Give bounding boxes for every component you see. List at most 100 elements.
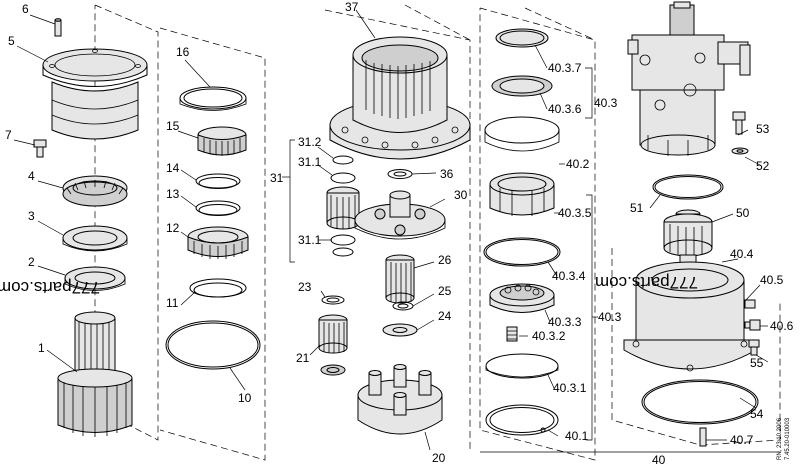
- label-40-4: 40.4: [730, 247, 754, 261]
- label-15: 15: [166, 119, 180, 133]
- label-40-3-5: 40.3.5: [558, 206, 592, 220]
- part-10-o-ring: [165, 320, 261, 370]
- part-23-washer: [321, 295, 345, 305]
- label-7: 7: [5, 128, 12, 142]
- label-51: 51: [630, 201, 644, 215]
- label-21: 21: [296, 351, 310, 365]
- label-52: 52: [756, 159, 770, 173]
- part-51-o-ring: [652, 174, 724, 200]
- label-40-3-1: 40.3.1: [553, 381, 587, 395]
- part-14-ring: [195, 173, 241, 189]
- part-3-ring: [62, 225, 128, 252]
- part-54-o-ring: [641, 379, 759, 425]
- label-30: 30: [454, 188, 468, 202]
- label-40-5: 40.5: [760, 273, 784, 287]
- part-40-3-6-friction-disc: [491, 75, 553, 97]
- label-26: 26: [438, 253, 452, 267]
- label-40-7: 40.7: [730, 433, 754, 447]
- label-55: 55: [750, 356, 764, 370]
- watermark-left: 777parts.com: [0, 278, 100, 297]
- label-1: 1: [38, 341, 45, 355]
- label-31-1-upper: 31.1: [298, 155, 322, 169]
- part-4-roller-bearing: [62, 175, 128, 207]
- part-11-ring: [189, 278, 247, 298]
- part-1-output-pinion-shaft: [57, 311, 133, 437]
- label-40-3-7: 40.3.7: [548, 61, 582, 75]
- label-10: 10: [238, 391, 252, 405]
- part-40-3-1-ring: [485, 353, 559, 379]
- label-40-3-upper: 40.3: [594, 96, 618, 110]
- label-40-3-4: 40.3.4: [552, 269, 586, 283]
- part-21-planet-gear: [318, 314, 348, 376]
- label-20: 20: [432, 451, 446, 465]
- label-40-1: 40.1: [565, 429, 589, 443]
- part-24-thrust-washer: [382, 323, 418, 337]
- label-23: 23: [298, 280, 312, 294]
- label-16: 16: [176, 45, 190, 59]
- hydraulic-motor: [627, 1, 751, 156]
- label-4: 4: [28, 169, 35, 183]
- part-31-planet-gear-set: [326, 155, 360, 257]
- footer-date: RN, 23.10.2006: [777, 417, 783, 460]
- label-2: 2: [28, 255, 35, 269]
- label-37: 37: [345, 0, 359, 14]
- label-11: 11: [166, 296, 179, 310]
- label-6: 6: [22, 2, 29, 16]
- part-13-ring: [195, 200, 241, 216]
- watermarks: 777parts.com 777parts.com: [0, 273, 698, 297]
- label-40-3-6: 40.3.6: [548, 102, 582, 116]
- label-31-1-lower: 31.1: [298, 233, 322, 247]
- part-6-pin: [54, 18, 62, 37]
- part-40-7-pin: [699, 427, 707, 447]
- label-40: 40: [652, 453, 666, 467]
- part-37-ring-gear-housing: [329, 36, 471, 160]
- label-25: 25: [438, 284, 452, 298]
- part-40-3-5-piston: [489, 172, 555, 216]
- part-40-3-2-spring: [506, 326, 518, 342]
- watermark-right: 777parts.com: [595, 273, 698, 292]
- part-40-5-plug: [744, 299, 756, 309]
- dashed-frames: [94, 4, 781, 461]
- part-30-planet-carrier: [354, 190, 446, 240]
- part-16-ring: [179, 86, 247, 111]
- part-40-3-3-spring-plate: [489, 283, 555, 313]
- label-31-2: 31.2: [298, 135, 322, 149]
- part-7-bolt: [33, 139, 47, 158]
- part-5-housing-flange: [42, 48, 148, 140]
- label-40-3-3: 40.3.3: [548, 315, 582, 329]
- part-52-washer: [731, 147, 749, 155]
- label-53: 53: [756, 122, 770, 136]
- part-26-sun-gear: [385, 254, 415, 304]
- footer-drawing-number: 7.45.20-010003: [785, 417, 791, 460]
- label-40-3-2: 40.3.2: [532, 329, 566, 343]
- part-labels: 6 5 7 4 3 2 1 16 15 14 13 12 11 10 37 31…: [5, 0, 794, 467]
- label-40-3-lower: 40.3: [598, 310, 622, 324]
- part-40-6-plug: [744, 319, 761, 331]
- leader-lines: [13, 9, 780, 453]
- label-13: 13: [166, 187, 180, 201]
- label-3: 3: [28, 209, 35, 223]
- label-5: 5: [8, 34, 15, 48]
- part-53-bolt: [732, 111, 746, 135]
- label-36: 36: [440, 167, 454, 181]
- part-55-bolt: [748, 339, 760, 356]
- part-36-washer: [387, 169, 413, 179]
- label-40-6: 40.6: [770, 319, 794, 333]
- label-40-2: 40.2: [566, 157, 590, 171]
- label-50: 50: [736, 206, 750, 220]
- label-54: 54: [750, 407, 764, 421]
- part-40-2-ring: [484, 116, 560, 152]
- part-15-bearing: [197, 126, 247, 156]
- part-2-seal: [64, 266, 126, 291]
- part-40-3-7-disc: [495, 28, 549, 48]
- label-14: 14: [166, 161, 180, 175]
- part-12-taper-bearing: [187, 226, 249, 259]
- part-40-1-snap-ring: [485, 404, 559, 436]
- drawing-footer: RN, 23.10.2006 7.45.20-010003: [777, 417, 791, 460]
- part-20-planet-carrier: [357, 364, 443, 435]
- label-12: 12: [166, 221, 180, 235]
- part-40-3-4-o-ring: [483, 237, 561, 267]
- part-40-4-housing: [623, 261, 757, 372]
- part-50-gear: [663, 209, 713, 266]
